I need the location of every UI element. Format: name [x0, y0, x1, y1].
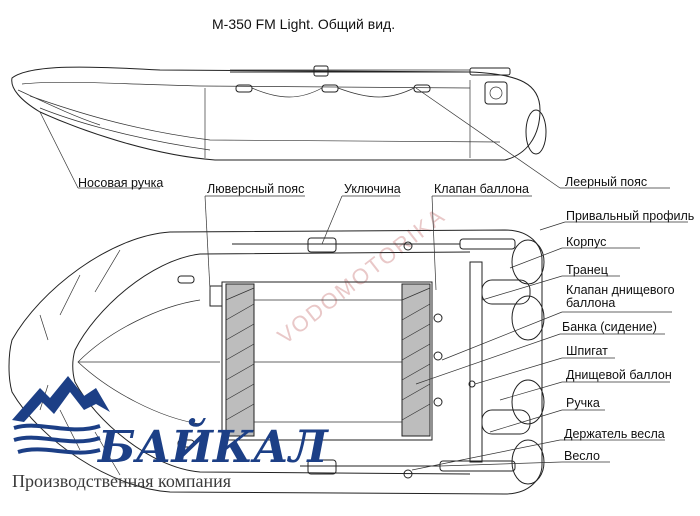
mountains-icon [12, 376, 110, 422]
label-lifeline: Леерный пояс [565, 175, 647, 189]
label-lyuvers-belt: Люверсный пояс [207, 182, 304, 196]
label-oar-holder: Держатель весла [564, 427, 665, 441]
label-oar: Весло [564, 449, 600, 463]
waves-icon [13, 423, 101, 455]
label-nose-handle: Носовая ручка [78, 176, 163, 190]
side-view [11, 65, 547, 161]
baikal-logo: БАЙКАЛ Производственная компания [12, 376, 330, 491]
label-bench: Банка (сидение) [562, 320, 657, 334]
label-bottom-balloon-valve: Клапан днищевого баллона [566, 283, 678, 310]
labels: Носовая ручка Люверсный пояс Уключина Кл… [78, 175, 694, 463]
label-bottom-balloon: Днищевой баллон [566, 368, 672, 382]
leader-lines [39, 87, 688, 471]
label-transom: Транец [566, 263, 608, 277]
label-fender-profile: Привальный профиль [566, 209, 694, 223]
label-balloon-valve: Клапан баллона [434, 182, 529, 196]
logo-brand: БАЙКАЛ [96, 417, 330, 473]
logo-tagline: Производственная компания [12, 471, 231, 491]
label-handle: Ручка [566, 396, 600, 410]
label-hull: Корпус [566, 235, 606, 249]
page-title: М-350 FM Light. Общий вид. [212, 16, 395, 32]
label-oarlock: Уключина [344, 182, 401, 196]
top-view [8, 229, 545, 495]
label-drain: Шпигат [566, 344, 608, 358]
